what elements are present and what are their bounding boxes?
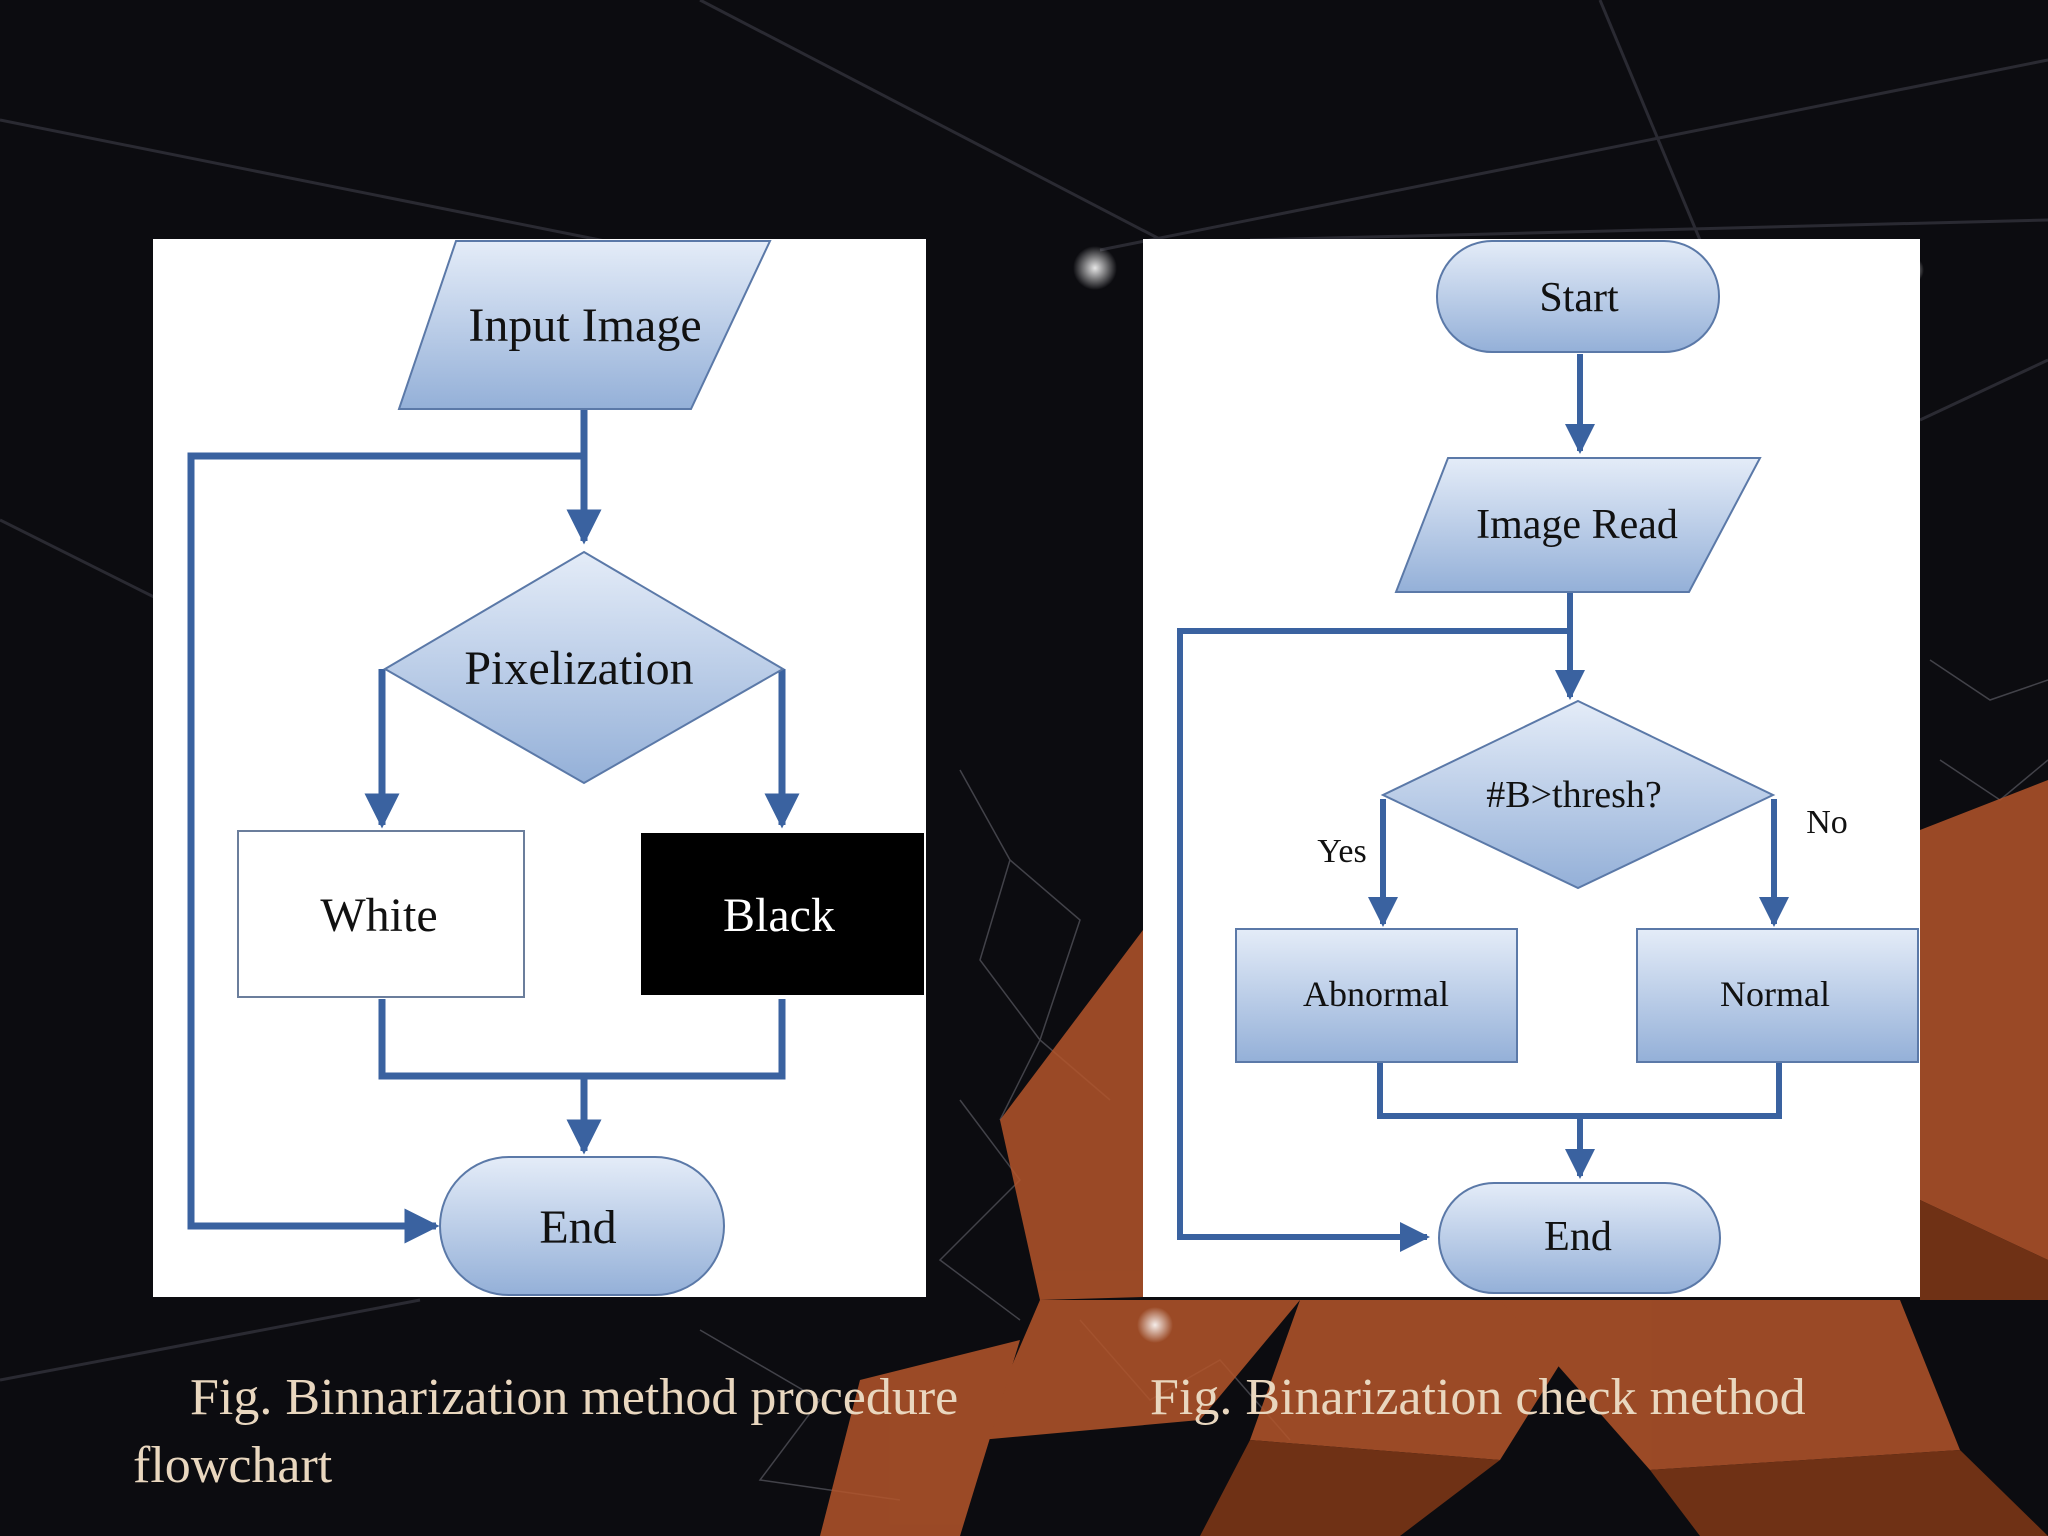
- pixelization-decision-diamond: [383, 550, 785, 785]
- start-label: Start: [1539, 275, 1619, 321]
- end-label: End: [1544, 1214, 1612, 1260]
- abnormal-box: [1235, 928, 1518, 1063]
- yes-label: Yes: [1317, 833, 1366, 870]
- input-image-label: Input Image: [468, 299, 701, 352]
- end-terminator: [1438, 1182, 1721, 1294]
- white-box: [237, 830, 525, 998]
- no-label: No: [1806, 804, 1848, 841]
- input-image-parallelogram: [397, 240, 772, 410]
- image-read-parallelogram: [1394, 457, 1762, 593]
- threshold-decision-diamond: [1380, 699, 1776, 890]
- connector-white-merge: [378, 999, 786, 1080]
- right-figure-caption: Fig. Binarization check method: [1150, 1369, 1806, 1426]
- end-label: End: [539, 1201, 616, 1254]
- black-box: [641, 833, 924, 995]
- binarization-procedure-flowchart: Input Image Pixelization White Black End: [153, 239, 926, 1297]
- binarization-check-flowchart: Start Image Read #B>thresh? Yes No Abnor…: [1143, 239, 1920, 1297]
- connector-loop-to-end: [1177, 628, 1570, 1252]
- image-read-label: Image Read: [1476, 502, 1678, 548]
- end-terminator: [439, 1156, 725, 1296]
- abnormal-label: Abnormal: [1303, 974, 1449, 1014]
- normal-box: [1636, 928, 1919, 1063]
- pixelization-label: Pixelization: [464, 642, 693, 695]
- connector-loop-to-end: [187, 452, 584, 1244]
- start-terminator: [1436, 240, 1720, 353]
- white-label: White: [320, 889, 437, 942]
- connector-merge: [1377, 1061, 1782, 1119]
- black-label: Black: [723, 889, 835, 942]
- left-figure-caption: Fig. Binnarization method procedure flow…: [133, 1369, 959, 1494]
- decision-label: #B>thresh?: [1486, 774, 1662, 816]
- normal-label: Normal: [1720, 974, 1830, 1014]
